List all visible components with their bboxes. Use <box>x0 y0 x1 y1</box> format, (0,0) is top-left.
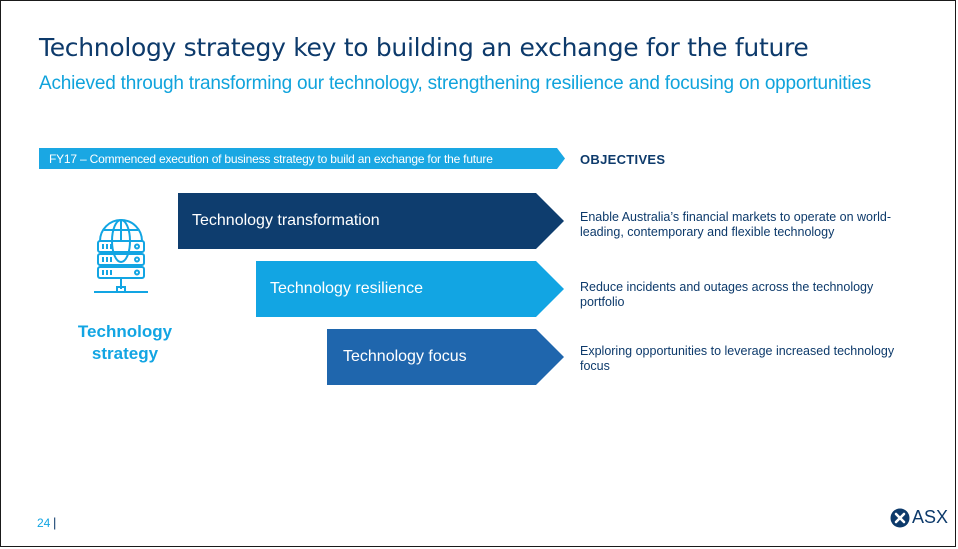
strategy-label-line1: Technology <box>77 322 173 341</box>
page-separator: | <box>53 515 57 530</box>
slide-subtitle: Achieved through transforming our techno… <box>39 73 872 94</box>
server-network-icon <box>86 219 156 301</box>
objective-resilience: Reduce incidents and outages across the … <box>580 280 874 309</box>
page-number: 24 <box>37 516 51 530</box>
objectives-heading: OBJECTIVES <box>580 152 666 167</box>
asx-logo: ASX <box>890 507 948 528</box>
strategy-label-line2: strategy <box>91 344 159 363</box>
logo-text: ASX <box>912 507 949 527</box>
pillar-technology-transformation: Technology transformation <box>178 193 564 249</box>
pillar-technology-focus: Technology focus <box>327 329 564 385</box>
slide-title: Technology strategy key to building an e… <box>39 33 809 62</box>
asx-logo-icon <box>890 508 910 527</box>
objective-transformation: Enable Australia’s financial markets to … <box>580 210 892 239</box>
fy17-banner: FY17 – Commenced execution of business s… <box>39 148 565 169</box>
objective-focus: Exploring opportunities to leverage incr… <box>580 344 895 373</box>
pillar-technology-resilience: Technology resilience <box>256 261 564 317</box>
strategy-label: Technology strategy <box>61 321 189 365</box>
